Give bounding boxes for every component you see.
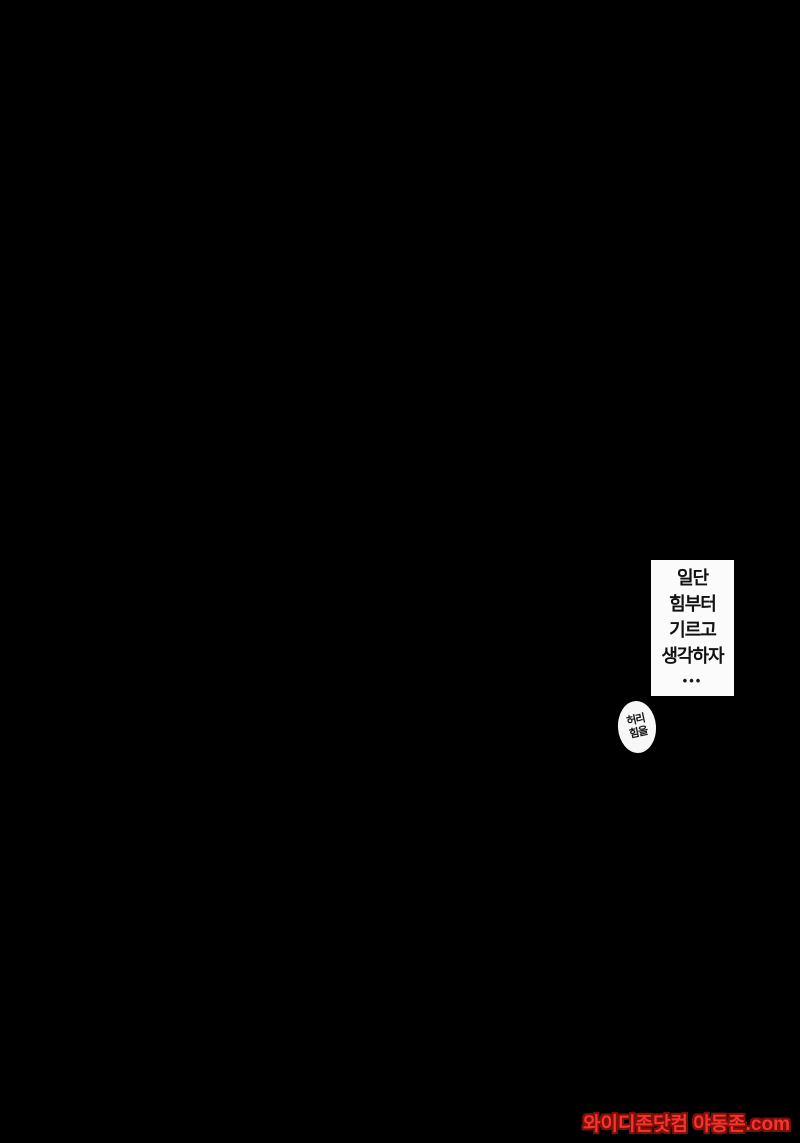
caption-line-1: 일단 xyxy=(676,568,709,588)
speech-bubble-line-2: 힘을 xyxy=(628,725,649,741)
caption-line-2: 힘부터 xyxy=(669,594,717,614)
speech-bubble-oval: 허리 힘을 xyxy=(616,699,658,755)
speech-bubble-text: 허리 힘을 xyxy=(625,712,648,741)
caption-ellipsis: ••• xyxy=(682,673,703,688)
caption-line-4: 생각하자 xyxy=(661,646,724,666)
caption-line-3: 기르고 xyxy=(669,620,717,640)
caption-box: 일단 힘부터 기르고 생각하자 ••• xyxy=(651,560,734,696)
watermark-text: 와이디존닷컴 야동존.com xyxy=(583,1114,790,1135)
